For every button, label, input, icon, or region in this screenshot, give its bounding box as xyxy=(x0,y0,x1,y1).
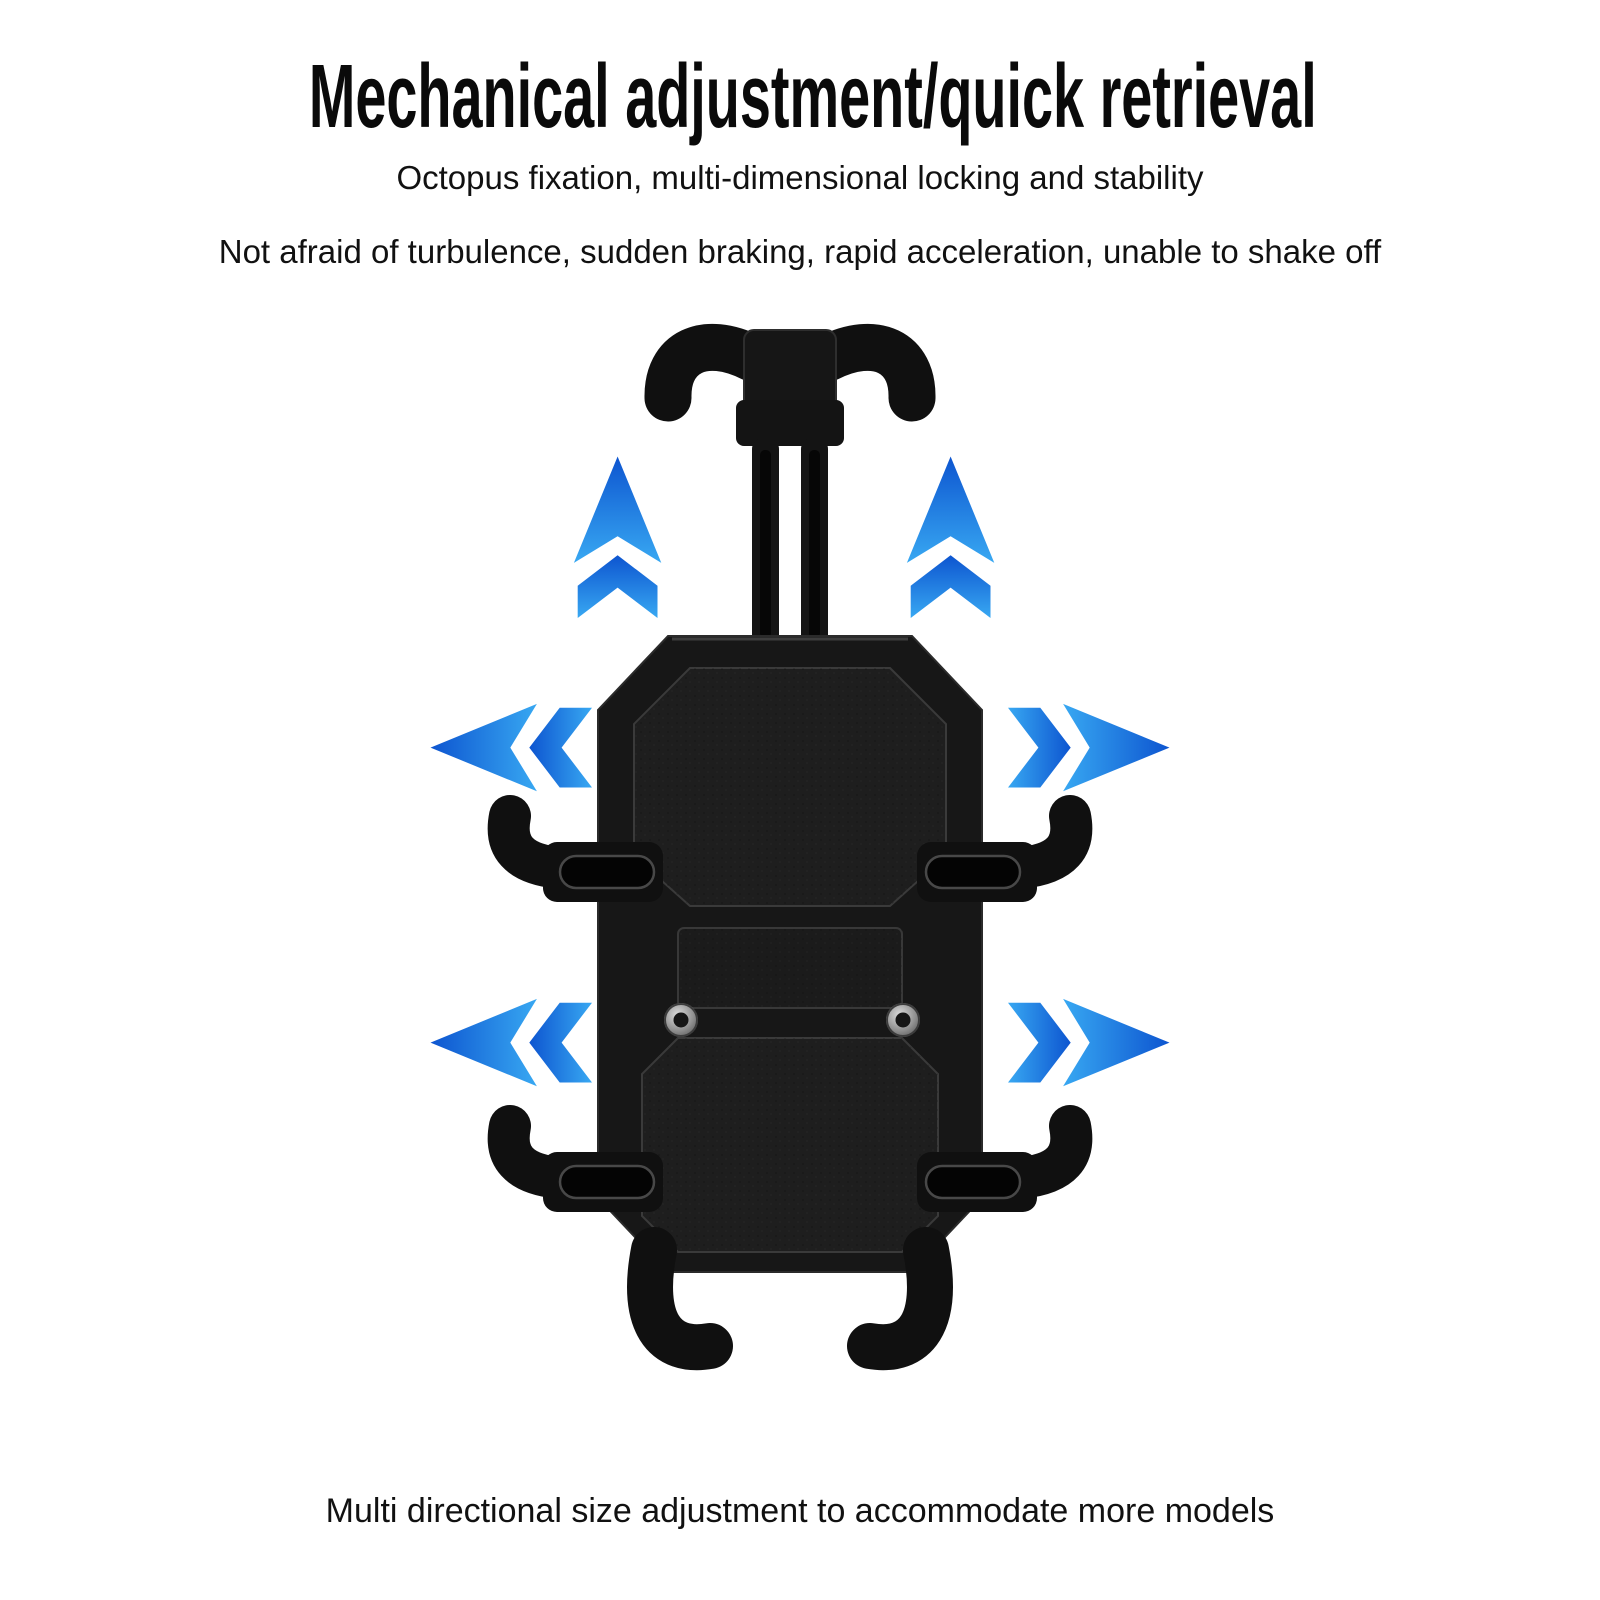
arrow-left-upper-icon xyxy=(430,703,592,792)
arrow-up-right-icon xyxy=(906,456,995,618)
arrow-right-lower-icon xyxy=(1008,998,1170,1087)
lower-panel-texture xyxy=(642,1038,938,1252)
bottom-hooks xyxy=(627,1227,953,1371)
arrow-up-left-icon xyxy=(573,456,662,618)
center-panel-texture xyxy=(678,928,902,1008)
bottom-caption: Multi directional size adjustment to acc… xyxy=(325,1492,1275,1530)
subtitle-locking: Octopus fixation, multi-dimensional lock… xyxy=(396,159,1204,196)
bottom-hook-left xyxy=(627,1227,733,1371)
bottom-hook-right xyxy=(847,1227,953,1371)
upper-panel-texture xyxy=(634,668,946,906)
screw-left xyxy=(664,1003,698,1037)
phone-mount xyxy=(509,323,1072,1371)
slide-rails xyxy=(736,400,844,650)
screw-right xyxy=(886,1003,920,1037)
page-title: Mechanical adjustment/quick retrieval xyxy=(308,47,1317,147)
arrow-left-lower-icon xyxy=(430,998,592,1087)
subtitle-stability: Not afraid of turbulence, sudden braking… xyxy=(218,233,1382,270)
header: Mechanical adjustment/quick retrieval xyxy=(0,52,1600,142)
arrow-right-upper-icon xyxy=(1008,703,1170,792)
